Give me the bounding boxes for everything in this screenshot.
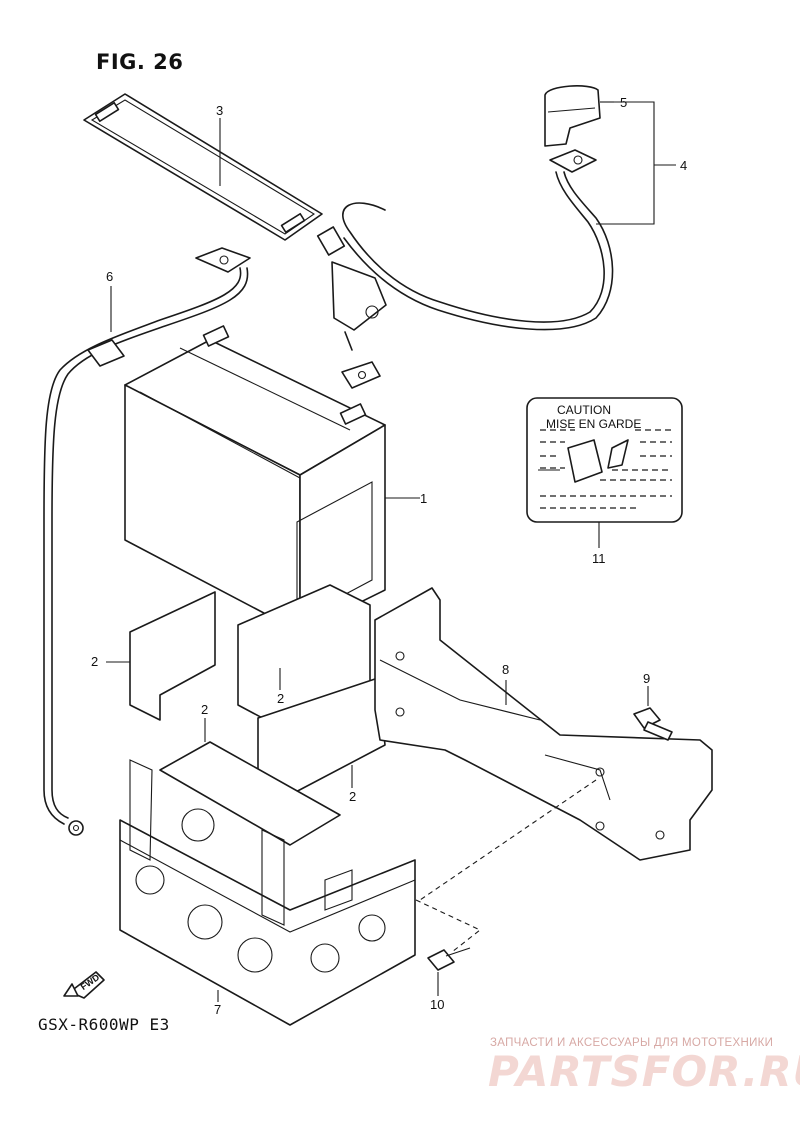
watermark-logo: PARTSFOR.RU — [488, 1047, 800, 1096]
callout-2d: 2 — [349, 789, 357, 804]
caution-label-line-1: CAUTION — [557, 403, 611, 417]
terminal-cover — [544, 85, 601, 147]
battery — [124, 325, 386, 633]
callout-7: 7 — [214, 1002, 222, 1017]
callout-2a: 2 — [91, 654, 99, 669]
callout-11: 11 — [592, 551, 606, 566]
callout-2c: 2 — [201, 702, 209, 717]
negative-cable — [43, 247, 251, 836]
callout-5: 5 — [620, 95, 628, 110]
caution-label-line-2: MISE EN GARDE — [546, 417, 642, 431]
rubber-pads — [129, 584, 386, 846]
callout-6: 6 — [106, 269, 114, 284]
watermark-tagline: ЗАПЧАСТИ И АКСЕССУАРЫ ДЛЯ МОТОТЕХНИКИ — [490, 1037, 774, 1049]
callout-9: 9 — [643, 671, 651, 686]
battery-box — [119, 759, 416, 1026]
callout-4: 4 — [680, 158, 688, 173]
callout-8: 8 — [502, 662, 510, 677]
callout-3: 3 — [216, 103, 224, 118]
bolt — [633, 707, 673, 741]
callout-1: 1 — [420, 491, 428, 506]
caution-label — [526, 397, 683, 523]
model-code: GSX-R600WP E3 — [38, 1015, 170, 1034]
screw — [415, 899, 482, 971]
mounting-bracket — [374, 587, 713, 861]
positive-cable — [316, 149, 614, 389]
battery-strap — [83, 93, 323, 241]
callout-2b: 2 — [277, 691, 285, 706]
callout-10: 10 — [430, 997, 445, 1012]
forward-arrow-icon — [63, 971, 105, 999]
figure-title: FIG. 26 — [96, 50, 184, 74]
